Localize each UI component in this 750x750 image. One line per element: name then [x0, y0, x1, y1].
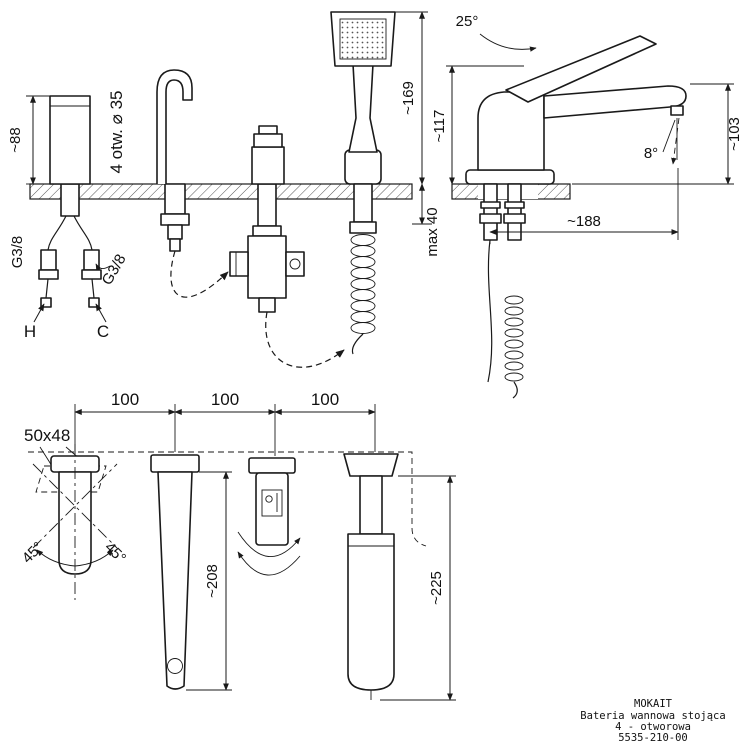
dim-outlet-height: ~103: [726, 117, 743, 151]
lever-handle-side: [505, 35, 657, 103]
dim-hole-size: 50x48: [24, 426, 70, 445]
label-g38-left: G3/8: [9, 236, 26, 269]
valve-body-bottom: 45° 45°: [19, 444, 129, 600]
dim-spout-drop: ~208: [204, 564, 221, 598]
front-view-dimensions: ~88 4 otw. ⌀ 35 ~169 max 40 H C G3/8 G3/…: [7, 11, 441, 341]
rotation-arrow-1: [237, 531, 301, 557]
title-block: MOKAIT Bateria wannowa stojąca 4 - otwor…: [580, 698, 725, 744]
dim-spacing-3: 100: [311, 390, 339, 409]
diverter-bottom: [237, 457, 301, 576]
label-hot: H: [24, 322, 36, 341]
spacing-dimensions: 100 100 100: [74, 390, 376, 456]
rotation-arrow-2: [237, 551, 301, 576]
bottom-view: 100 100 100 50x48 45° 45°: [19, 390, 456, 701]
supply-hose-side: [487, 239, 493, 383]
dim-holes-note: 4 otw. ⌀ 35: [107, 90, 126, 173]
title-line3: 5535-210-00: [618, 732, 688, 744]
dim-spacing-1: 100: [111, 390, 139, 409]
diverter-knob: [253, 133, 283, 148]
spout-front: [156, 69, 229, 298]
label-g38-right: G3/8: [99, 251, 130, 288]
valve-cylinder: [49, 95, 91, 185]
side-view-underdeck: [479, 183, 526, 399]
spout-body: [156, 69, 193, 184]
cold-arrow: [95, 303, 107, 323]
dim-stream-angle: 8°: [644, 145, 658, 162]
valve-body-front: [33, 95, 111, 323]
shower-hose-coil: [350, 234, 376, 334]
front-view: ~88 4 otw. ⌀ 35 ~169 max 40 H C G3/8 G3/…: [7, 11, 441, 368]
title-line1: Bateria wannowa stojąca: [580, 710, 725, 722]
water-stream: [671, 117, 680, 165]
dim-swivel-right: 45°: [101, 539, 129, 567]
aerator-hole: [167, 658, 183, 674]
hose-route-1: [170, 250, 229, 298]
escutcheon-side: [465, 169, 555, 185]
hand-shower-front: [330, 11, 396, 355]
dim-spout-height: ~88: [7, 127, 24, 152]
dim-swivel-left: 45°: [19, 539, 47, 567]
diverter-front: [229, 125, 345, 368]
spout-side: [543, 85, 687, 119]
hand-shower-bottom: ~225: [343, 453, 456, 701]
mounting-deck: [29, 183, 413, 200]
hose-route-2: [265, 311, 345, 368]
spout-bottom: ~208: [150, 454, 232, 691]
diverter-valve-body: [247, 235, 287, 299]
dim-spacing-2: 100: [211, 390, 239, 409]
dim-reach: ~188: [567, 213, 601, 230]
shower-handle: [348, 63, 378, 153]
dim-body-height: ~117: [431, 110, 448, 143]
title-line2: 4 - otworowa: [615, 721, 691, 733]
shower-hose-coil-side: [504, 295, 524, 382]
side-view: 25° ~117 ~103 8° ~188: [431, 13, 743, 399]
title-brand: MOKAIT: [634, 698, 673, 710]
dim-lever-angle: 25°: [456, 13, 479, 30]
tub-rim-dashed: [28, 451, 427, 547]
hot-arrow: [33, 303, 45, 323]
label-cold: C: [97, 322, 109, 341]
mixer-body-side: [477, 91, 545, 171]
side-view-dimensions: 25° ~117 ~103 8° ~188: [431, 13, 743, 244]
dim-shower-height: ~169: [400, 81, 417, 115]
dim-shower-drop: ~225: [428, 571, 445, 605]
dim-deck-max: max 40: [424, 207, 441, 256]
shower-face: [339, 18, 387, 60]
